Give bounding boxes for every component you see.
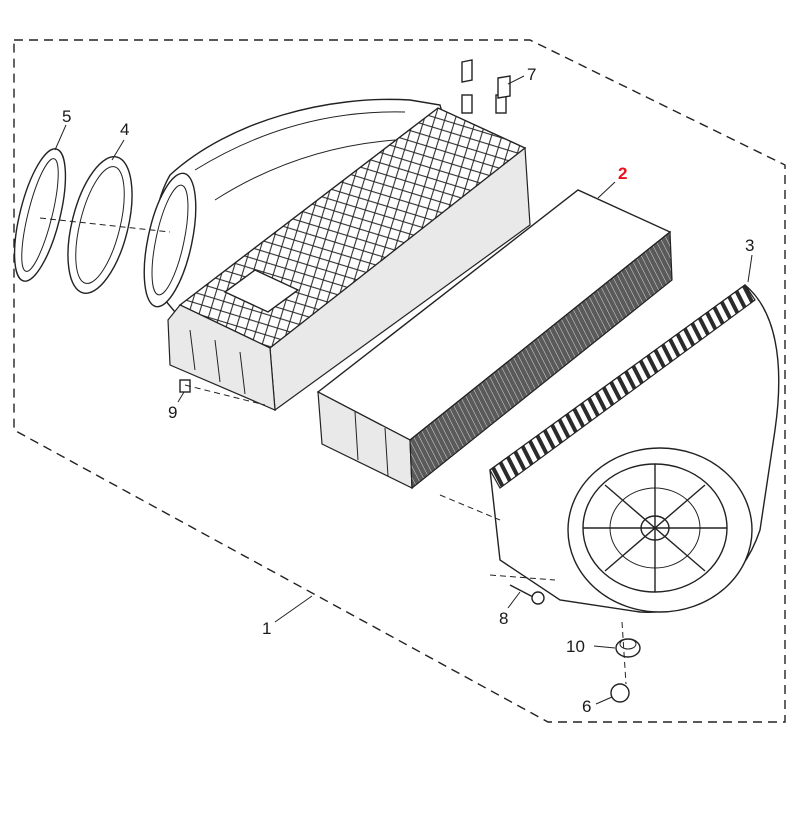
callout-9: 9 [168, 403, 177, 422]
callout-8: 8 [499, 609, 508, 628]
lower-housing-part-3 [489, 284, 780, 613]
clip-part-7 [461, 59, 511, 99]
callout-2: 2 [618, 164, 627, 183]
upper-housing [143, 94, 531, 412]
seal-ring-part-5 [13, 148, 67, 282]
axis-filter [439, 494, 501, 521]
air-filter-element-part-2 [316, 189, 673, 490]
screw-part-8 [509, 584, 545, 605]
axis-intake [39, 217, 171, 233]
axis-grommet [621, 621, 627, 685]
nut-part-6 [610, 683, 630, 703]
callout-4: 4 [120, 120, 129, 139]
kit-boundary-outline [13, 39, 786, 723]
callout-6: 6 [582, 697, 591, 716]
axis-screw [489, 574, 556, 581]
callout-5: 5 [62, 107, 71, 126]
callout-3: 3 [745, 236, 754, 255]
callout-1: 1 [262, 619, 271, 638]
callout-7: 7 [527, 65, 536, 84]
callout-10: 10 [566, 637, 585, 656]
clamp-ring-part-4 [67, 156, 133, 294]
axis-bolt [184, 384, 266, 406]
grommet-part-10 [615, 638, 641, 658]
leader-lines [54, 75, 753, 705]
